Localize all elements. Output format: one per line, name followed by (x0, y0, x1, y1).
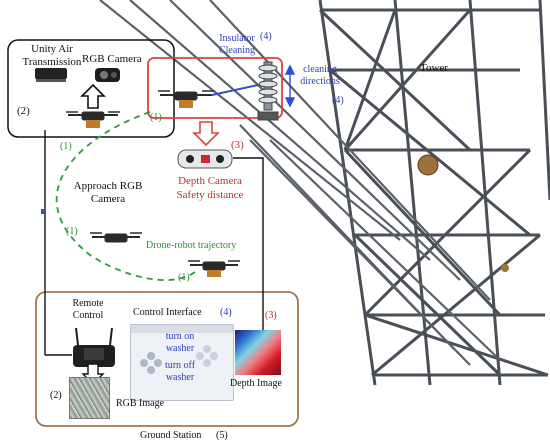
sphere-marker-icon (417, 154, 439, 176)
label-cleaning-directions: cleaning directions (300, 64, 340, 87)
dpad-icon (140, 352, 162, 374)
insulator-box (147, 57, 283, 119)
label-depth-camera: Depth Camera (178, 175, 242, 187)
label-control-interface: Control Interface (133, 307, 202, 318)
label-depth-image: Depth Image (230, 378, 282, 389)
rgb-image-thumbnail (69, 377, 110, 419)
label-approach-rgb-camera: Approach RGB Camera (73, 180, 143, 205)
label-num-3-bottom: (3) (265, 310, 277, 321)
label-num-2-top: (2) (17, 105, 30, 117)
label-cleaning-directions-num: (4) (332, 95, 344, 106)
label-num-1-bottom: (1) (178, 272, 190, 283)
label-remote-control: Remote Control (72, 298, 104, 321)
drone-icon (66, 111, 120, 128)
connector-depth (233, 157, 264, 330)
label-ground-station: Ground Station (140, 430, 202, 441)
panel-title-bar (131, 325, 233, 333)
tower-icon (318, 0, 550, 386)
label-num-2-bottom: (2) (50, 390, 62, 401)
trajectory-path (55, 111, 196, 281)
depth-image-thumbnail (235, 330, 281, 375)
label-control-interface-num: (4) (220, 307, 232, 318)
label-drone-robot-trajectory: Drone-robot trajectory (146, 240, 237, 251)
label-insulator-cleaning: Insulator Cleaning (218, 33, 256, 56)
label-rgb-image: RGB Image (116, 398, 165, 409)
label-tower: Tower (420, 62, 448, 74)
label-insulator-cleaning-num: (4) (260, 31, 272, 42)
label-ground-station-num: (5) (216, 430, 228, 441)
label-turn-on-washer[interactable]: turn on washer (165, 331, 195, 354)
label-safety-distance: Safety distance (176, 189, 244, 201)
top-left-box (7, 39, 175, 138)
depth-camera-icon (177, 149, 233, 169)
power-lines (99, 0, 501, 366)
label-num-3-top: (3) (231, 139, 244, 151)
insulator-icon (257, 61, 279, 121)
label-num-1-left-b: (1) (66, 226, 78, 237)
double-arrow (80, 83, 106, 109)
label-rgb-camera: RGB Camera (82, 53, 142, 65)
rgb-camera-icon (95, 68, 120, 82)
down-arrow (192, 121, 220, 147)
transmitter-icon (35, 68, 67, 82)
joystick-icon (196, 345, 218, 367)
remote-control-icon (73, 327, 115, 367)
label-unity-air-transmission: Unity Air Transmission (22, 43, 82, 68)
label-num-1-left-a: (1) (60, 141, 72, 152)
label-turn-off-washer[interactable]: turn off washer (164, 360, 196, 383)
label-num-1-top: (1) (150, 112, 162, 123)
ground-station-box (35, 291, 299, 427)
